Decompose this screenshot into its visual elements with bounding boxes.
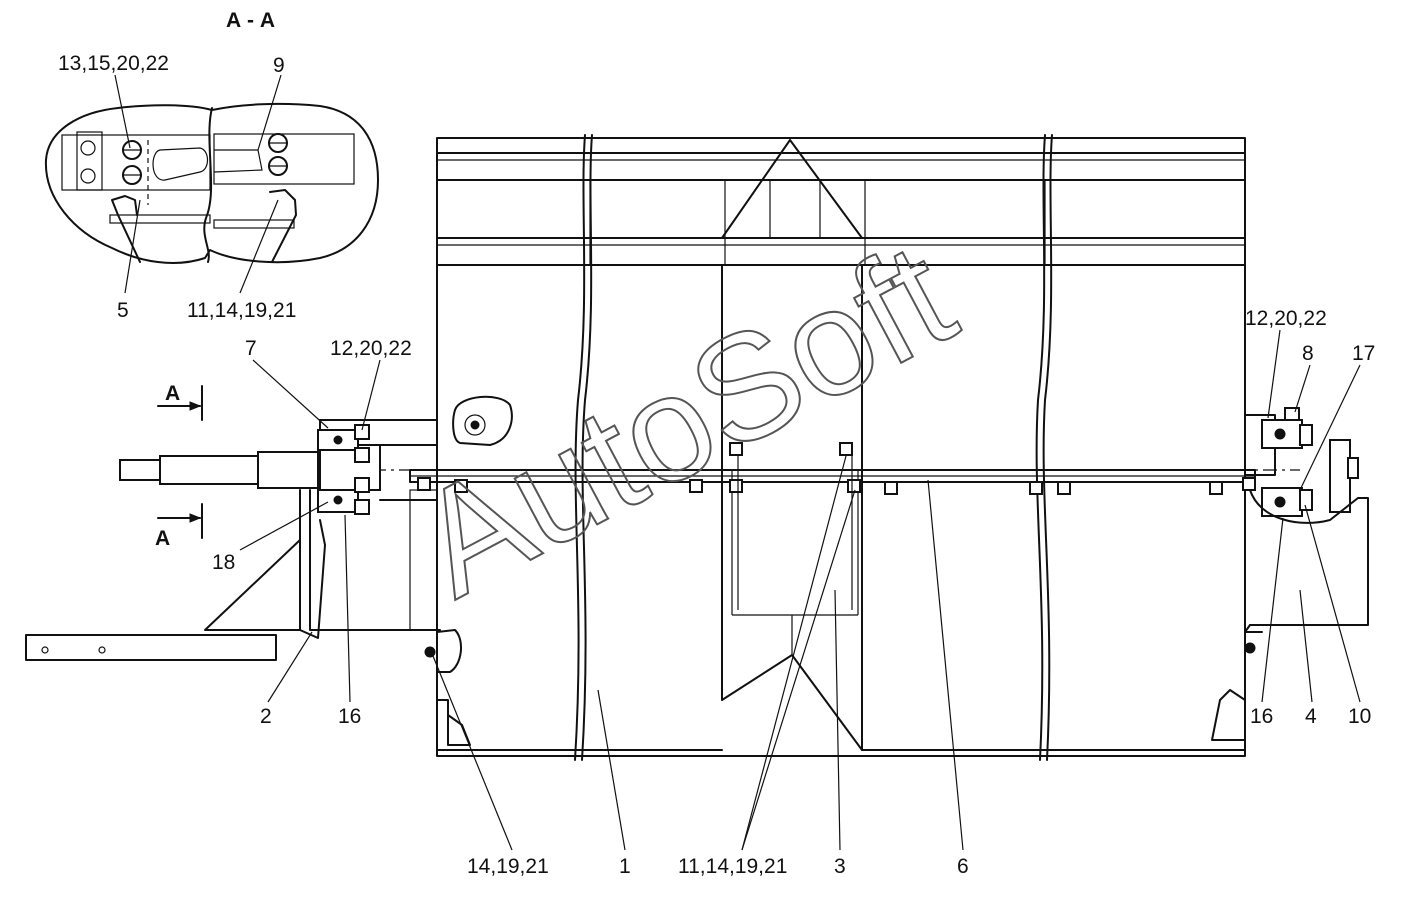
leader-lines — [114, 74, 1361, 851]
right-bearing-assembly — [1244, 407, 1369, 654]
callout-3: 3 — [834, 855, 846, 878]
detail-left-bracket — [76, 131, 103, 191]
detail-slot — [152, 147, 209, 181]
section-mark-bottom: А — [155, 527, 170, 550]
callout-1: 1 — [619, 855, 631, 878]
detail-outline — [44, 102, 379, 264]
detail-left-plate — [61, 134, 211, 191]
callout-13-15-20-22: 13,15,20,22 — [58, 52, 169, 75]
main-housing — [409, 134, 1246, 761]
callout-labels: 13,15,20,22 9 5 11,14,19,21 7 12,20,22 А… — [58, 52, 1375, 878]
callout-10: 10 — [1348, 705, 1371, 728]
detail-bolt-head — [80, 168, 96, 184]
callout-12-20-22-left: 12,20,22 — [330, 337, 412, 360]
shaft-assembly — [25, 385, 1300, 661]
callout-18: 18 — [212, 551, 235, 574]
callout-9: 9 — [273, 54, 285, 77]
callout-17: 17 — [1352, 342, 1375, 365]
callout-14-19-21: 14,19,21 — [467, 855, 549, 878]
callout-7: 7 — [245, 337, 257, 360]
inspection-window — [452, 395, 513, 446]
callout-11-14-19-21: 11,14,19,21 — [678, 855, 787, 878]
bar-bolts — [417, 442, 1256, 495]
break-line — [1035, 134, 1046, 761]
shaft-tip — [119, 459, 166, 481]
callout-2: 2 — [260, 705, 272, 728]
section-a-a-detail: А - А — [44, 9, 379, 264]
watermark: AutoSoft — [391, 210, 978, 628]
callout-8: 8 — [1302, 342, 1314, 365]
detail-bolt-head — [80, 140, 96, 156]
detail-right-plate — [213, 133, 355, 185]
section-title: А - А — [226, 9, 275, 32]
callout-4: 4 — [1305, 705, 1317, 728]
callout-16-right: 16 — [1250, 705, 1273, 728]
callout-6: 6 — [957, 855, 969, 878]
detail-break-line — [203, 107, 213, 263]
mounting-foot — [25, 634, 277, 661]
callout-5: 5 — [117, 299, 129, 322]
callout-16-left: 16 — [338, 705, 361, 728]
callout-12-20-22-right: 12,20,22 — [1245, 307, 1327, 330]
break-line — [574, 134, 586, 761]
section-mark-top: А — [165, 382, 180, 405]
callout-11-14-19-21-detail: 11,14,19,21 — [187, 299, 296, 322]
